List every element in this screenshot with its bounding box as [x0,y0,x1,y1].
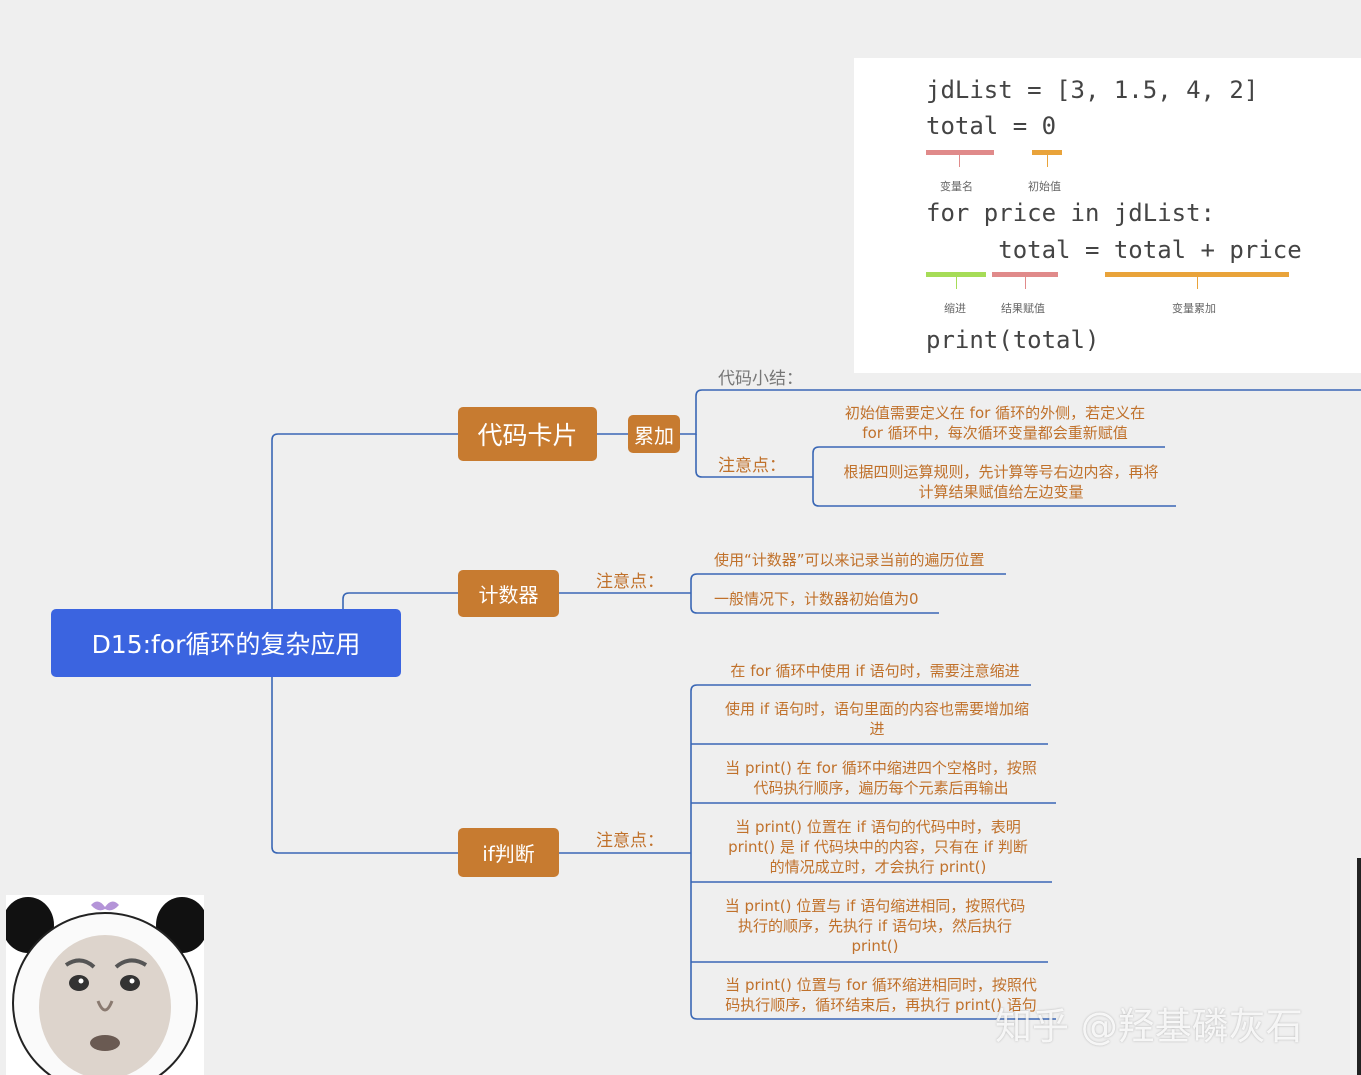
code-summary-card: jdList = [3, 1.5, 4, 2] total = 0 变量名 初始… [854,58,1361,373]
scrollbar-edge[interactable] [1357,858,1361,1075]
code-line-5: print(total) [926,326,1100,354]
code-line-4: total = total + price [926,236,1302,264]
node-accumulate[interactable]: 累加 [628,415,680,453]
init-value-bar [1032,150,1062,155]
accumulate-annotation: 变量累加 [1172,302,1216,315]
indent-bar [926,272,986,277]
card-note-1: 初始值需要定义在 for 循环的外侧，若定义在 for 循环中，每次循环变量都会… [844,404,1146,442]
if-note-6: 当 print() 位置与 for 循环缩进相同时，按照代 码执行顺序，循环结束… [725,976,1037,1014]
node-counter[interactable]: 计数器 [458,570,559,617]
accumulate-tick [1197,277,1198,289]
connector-acc-notes [695,434,813,478]
var-name-bar [926,150,994,155]
indent-annotation: 缩进 [944,302,966,315]
if-note-1: 在 for 循环中使用 if 语句时，需要注意缩进 [730,662,1020,680]
accumulate-bar [1105,272,1289,277]
init-value-tick [1047,155,1048,167]
assign-annotation: 结果赋值 [1001,302,1045,315]
node-code-card[interactable]: 代码卡片 [458,407,597,461]
counter-note-1: 使用“计数器”可以来记录当前的遍历位置 [714,551,985,569]
connector-acc-summary [680,389,1361,435]
summary-label: 代码小结： [718,369,803,389]
if-note-5: 当 print() 位置与 if 语句缩进相同，按照代码 执行的顺序，先执行 i… [724,897,1026,955]
assign-bar [992,272,1058,277]
note-counter-2-underline [690,593,939,614]
note-card-1-underline [812,446,1165,477]
panda-face-icon [6,897,204,1075]
note-counter-1-underline [690,573,1006,593]
node-if-judge[interactable]: if判断 [458,828,559,877]
root-node[interactable]: D15:for循环的复杂应用 [51,609,401,677]
code-line-3: for price in jdList: [926,199,1215,227]
if-notes-label: 注意点： [596,831,664,851]
connector-root-card [271,433,458,609]
if-note-3: 当 print() 在 for 循环中缩进四个空格时，按照 代码执行顺序，遍历每… [725,759,1037,797]
watermark: 知乎 @羟基磷灰石 [995,1005,1303,1048]
counter-note-2: 一般情况下，计数器初始值为0 [714,590,919,608]
connector-root-counter [342,592,458,609]
note-if-spine [690,684,1031,1013]
note-card-2-underline [812,477,1176,507]
connector-root-if [271,677,458,854]
indent-tick [956,277,957,289]
assign-tick [1025,277,1026,289]
var-name-annotation: 变量名 [940,180,973,193]
panda-meme-image [6,895,204,1075]
code-line-1: jdList = [3, 1.5, 4, 2] [926,76,1259,104]
init-value-annotation: 初始值 [1028,180,1061,193]
if-note-2: 使用 if 语句时，语句里面的内容也需要增加缩 进 [725,700,1029,738]
if-note-4: 当 print() 位置在 if 语句的代码中时，表明 print() 是 if… [728,818,1028,876]
var-name-tick [959,155,960,167]
counter-notes-label: 注意点： [596,572,664,592]
card-note-2: 根据四则运算规则，先计算等号右边内容，再将 计算结果赋值给左边变量 [843,463,1159,501]
code-line-2: total = 0 [926,112,1057,140]
card-notes-label: 注意点： [718,456,786,476]
note-if-6-underline [690,1012,1056,1020]
